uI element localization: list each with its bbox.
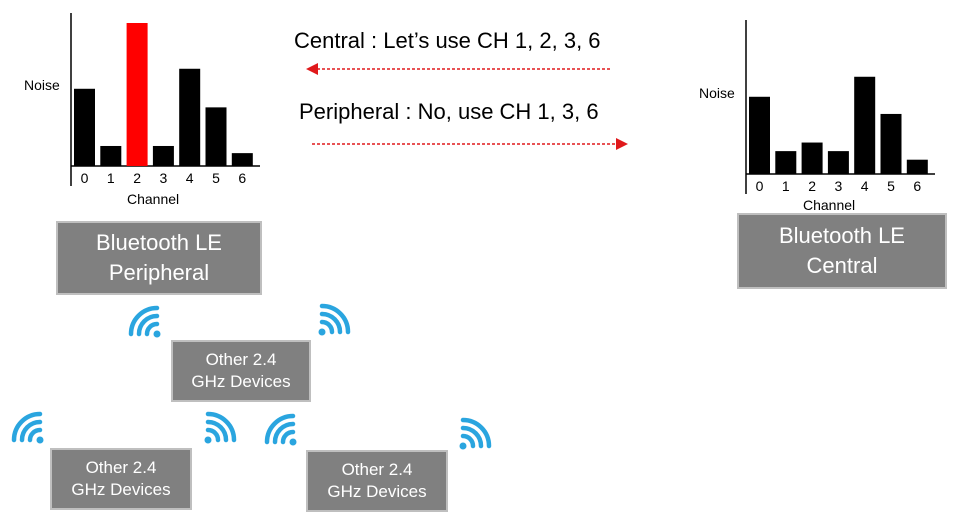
chart1-bar-ch5: [880, 113, 902, 174]
wifi-signal-icon: [204, 411, 237, 444]
chart0-tick-label: 3: [159, 170, 168, 186]
chart0-bar-ch1: [100, 145, 122, 166]
chart1-bar-ch3: [827, 151, 849, 174]
chart0-bar-ch0: [74, 88, 95, 166]
central-box-line2: Central: [806, 253, 878, 278]
left-chart-ylabel: Noise: [24, 77, 60, 93]
peripheral-box-line1: Bluetooth LE: [96, 230, 222, 255]
other-device-box-right: Other 2.4 GHz Devices: [306, 450, 448, 512]
chart1-bar-ch6: [906, 159, 928, 174]
chart0-bar-ch5: [205, 107, 227, 166]
chart1-tick-label: 3: [834, 178, 843, 194]
chart1-tick-label: 1: [781, 178, 790, 194]
right-chart-ylabel: Noise: [699, 85, 735, 101]
other-device-left-line1: Other 2.4: [85, 458, 157, 477]
chart0-bar-ch4: [179, 68, 201, 166]
chart0-bar-ch3: [152, 145, 174, 166]
chart0-tick-label: 4: [185, 170, 194, 186]
chart0-tick-label: 1: [106, 170, 115, 186]
peripheral-message: Peripheral : No, use CH 1, 3, 6: [299, 99, 599, 124]
other-device-right-line2: GHz Devices: [327, 482, 427, 501]
wifi-signal-icon: [11, 411, 44, 444]
other-device-box-left: Other 2.4 GHz Devices: [50, 448, 192, 510]
chart0-tick-label: 0: [80, 170, 89, 186]
wifi-signal-icon: [128, 305, 161, 338]
other-device-top-line1: Other 2.4: [205, 350, 277, 369]
wifi-icons: [11, 303, 492, 450]
central-message: Central : Let’s use CH 1, 2, 3, 6: [294, 28, 601, 53]
chart1-tick-label: 6: [913, 178, 922, 194]
chart1-tick-label: 2: [808, 178, 816, 194]
chart1-tick-label: 0: [755, 178, 764, 194]
right-chart-xlabel: Channel: [803, 197, 856, 213]
chart1-tick-label: 5: [887, 178, 895, 194]
left-chart-bars: [74, 23, 253, 166]
wifi-signal-icon: [459, 417, 492, 450]
chart1-tick-label: 4: [860, 178, 869, 194]
chart0-tick-label: 5: [212, 170, 220, 186]
chart0-tick-label: 6: [238, 170, 247, 186]
other-device-box-top: Other 2.4 GHz Devices: [171, 340, 311, 402]
chart1-bar-ch0: [749, 96, 770, 174]
chart0-tick-label: 2: [133, 170, 141, 186]
other-device-right-line1: Other 2.4: [341, 460, 413, 479]
right-chart-bars: [749, 76, 928, 174]
left-chart-xlabel: Channel: [127, 191, 180, 207]
other-device-left-line2: GHz Devices: [71, 480, 171, 499]
other-device-top-line2: GHz Devices: [191, 372, 291, 391]
chart1-bar-ch2: [801, 142, 823, 174]
peripheral-box-line2: Peripheral: [108, 260, 210, 285]
wifi-signal-icon: [264, 413, 297, 446]
chart1-bar-ch4: [854, 76, 876, 174]
chart1-bar-ch1: [775, 151, 797, 174]
bluetooth-central-box: Bluetooth LE Central: [737, 213, 947, 289]
wifi-signal-icon: [318, 303, 351, 336]
chart0-bar-ch2: [126, 23, 148, 166]
bluetooth-peripheral-box: Bluetooth LE Peripheral: [56, 221, 262, 295]
chart0-bar-ch6: [231, 153, 253, 166]
central-box-line1: Bluetooth LE: [779, 223, 905, 248]
